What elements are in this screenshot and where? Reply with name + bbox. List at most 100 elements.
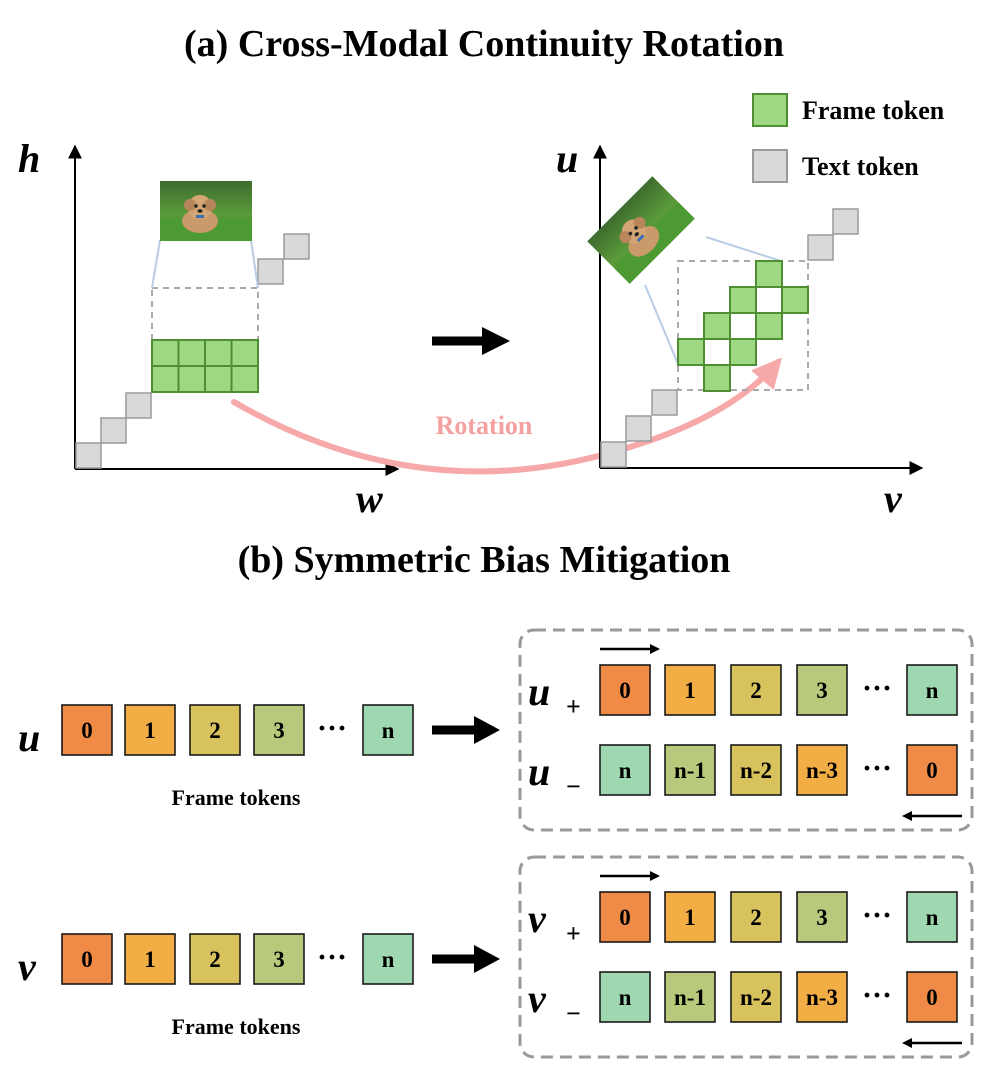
seq-label-u: u <box>18 715 40 760</box>
u-minus-seq-token-label-4: 0 <box>926 758 938 783</box>
u-seq-token-label-1: 1 <box>144 718 156 743</box>
v-minus-seq-token-1 <box>664 971 716 1023</box>
seq-label-u-plus: u <box>528 669 550 714</box>
axis-label-w: w <box>356 476 383 521</box>
v-seq-token-label-2: 2 <box>209 947 221 972</box>
u-plus-seq-token-label-1: 1 <box>684 678 696 703</box>
v-plus-seq-token-2 <box>730 891 782 943</box>
u-plus-seq-token-4 <box>906 664 958 716</box>
u-seq-token-4 <box>362 704 414 756</box>
u-minus-seq-token-3 <box>796 744 848 796</box>
rotation-label: Rotation <box>436 411 533 440</box>
plus-sign-v: + <box>566 919 581 948</box>
v-seq-token-label-1: 1 <box>144 947 156 972</box>
right-text-tokens <box>600 208 859 468</box>
v-minus-seq-token-3 <box>796 971 848 1023</box>
seq-label-v-plus: v <box>528 896 547 941</box>
u-minus-seq-token-4 <box>906 744 958 796</box>
v-plus-seq-token-3 <box>796 891 848 943</box>
left-text-tokens <box>75 233 310 469</box>
v-plus-seq-ellipsis: ··· <box>862 899 892 932</box>
v-minus-seq-token-2 <box>730 971 782 1023</box>
v-plus-seq-token-label-4: n <box>926 905 939 930</box>
frame-image-left <box>160 181 252 241</box>
u-seq-token-label-4: n <box>382 718 395 743</box>
v-seq-token-label-3: 3 <box>273 947 285 972</box>
title-a: (a) Cross-Modal Continuity Rotation <box>184 23 784 65</box>
u-minus-seq-token-label-3: n-3 <box>806 758 838 783</box>
v-minus-seq-token-4 <box>906 971 958 1023</box>
seq-label-u-minus: u <box>528 749 550 794</box>
minus-sign-u: − <box>566 772 581 801</box>
u-seq-token-0 <box>61 704 113 756</box>
u-seq-token-label-0: 0 <box>81 718 93 743</box>
v-minus-seq-token-0 <box>599 971 651 1023</box>
u-plus-seq-token-label-3: 3 <box>816 678 828 703</box>
seq-label-v: v <box>18 944 37 989</box>
v-minus-seq-token-label-4: 0 <box>926 985 938 1010</box>
u-seq-ellipsis: ··· <box>317 712 347 745</box>
v-plus-seq-token-label-0: 0 <box>619 905 631 930</box>
seq-box-u <box>518 628 974 832</box>
caption-u: Frame tokens <box>172 785 301 810</box>
v-minus-seq-token-label-0: n <box>619 985 632 1010</box>
u-seq-token-3 <box>253 704 305 756</box>
v-plus-seq-token-1 <box>664 891 716 943</box>
axis-label-u: u <box>556 136 578 181</box>
u-seq-token-1 <box>124 704 176 756</box>
v-minus-seq-ellipsis: ··· <box>862 979 892 1012</box>
direction-arrow-head <box>650 871 660 881</box>
v-plus-seq-token-label-2: 2 <box>750 905 762 930</box>
caption-v: Frame tokens <box>172 1014 301 1039</box>
v-seq-token-label-0: 0 <box>81 947 93 972</box>
u-plus-seq-token-label-2: 2 <box>750 678 762 703</box>
u-seq-token-label-3: 3 <box>273 718 285 743</box>
v-plus-seq-token-label-3: 3 <box>816 905 828 930</box>
v-minus-seq-token-label-1: n-1 <box>674 985 706 1010</box>
u-minus-seq-token-2 <box>730 744 782 796</box>
v-seq-ellipsis: ··· <box>317 941 347 974</box>
u-minus-seq-ellipsis: ··· <box>862 752 892 785</box>
v-seq-token-2 <box>189 933 241 985</box>
u-minus-seq-token-label-1: n-1 <box>674 758 706 783</box>
legend-frame-swatch <box>752 93 788 127</box>
u-plus-seq-token-2 <box>730 664 782 716</box>
legend-frame-label: Frame token <box>802 96 945 125</box>
u-plus-seq-ellipsis: ··· <box>862 672 892 705</box>
rotation-arc: Rotation <box>231 357 782 475</box>
v-plus-seq-token-0 <box>599 891 651 943</box>
v-seq-token-label-4: n <box>382 947 395 972</box>
u-seq-token-label-2: 2 <box>209 718 221 743</box>
left-axes: h w <box>18 136 400 521</box>
v-minus-seq-token-label-2: n-2 <box>740 985 772 1010</box>
u-minus-seq-token-label-2: n-2 <box>740 758 772 783</box>
u-plus-seq-token-0 <box>599 664 651 716</box>
u-plus-seq-token-label-4: n <box>926 678 939 703</box>
title-b: (b) Symmetric Bias Mitigation <box>238 539 731 581</box>
minus-sign-v: − <box>566 999 581 1028</box>
right-frame-grid <box>644 236 809 392</box>
map-arrow-head <box>474 945 500 973</box>
map-arrow-head <box>474 716 500 744</box>
direction-arrow-head <box>902 1038 912 1048</box>
v-seq-token-0 <box>61 933 113 985</box>
v-seq-token-4 <box>362 933 414 985</box>
axis-label-v: v <box>884 476 903 521</box>
left-frame-grid <box>151 239 259 393</box>
right-axes: u v <box>556 136 924 521</box>
u-minus-seq-token-0 <box>599 744 651 796</box>
legend-text-swatch <box>752 149 788 183</box>
u-minus-seq-token-1 <box>664 744 716 796</box>
v-seq-token-1 <box>124 933 176 985</box>
v-minus-seq-token-label-3: n-3 <box>806 985 838 1010</box>
u-plus-seq-token-3 <box>796 664 848 716</box>
direction-arrow-head <box>650 644 660 654</box>
u-plus-seq-token-1 <box>664 664 716 716</box>
u-seq-token-2 <box>189 704 241 756</box>
v-plus-seq-token-4 <box>906 891 958 943</box>
plus-sign-u: + <box>566 692 581 721</box>
legend-text-label: Text token <box>802 152 919 181</box>
v-seq-token-3 <box>253 933 305 985</box>
